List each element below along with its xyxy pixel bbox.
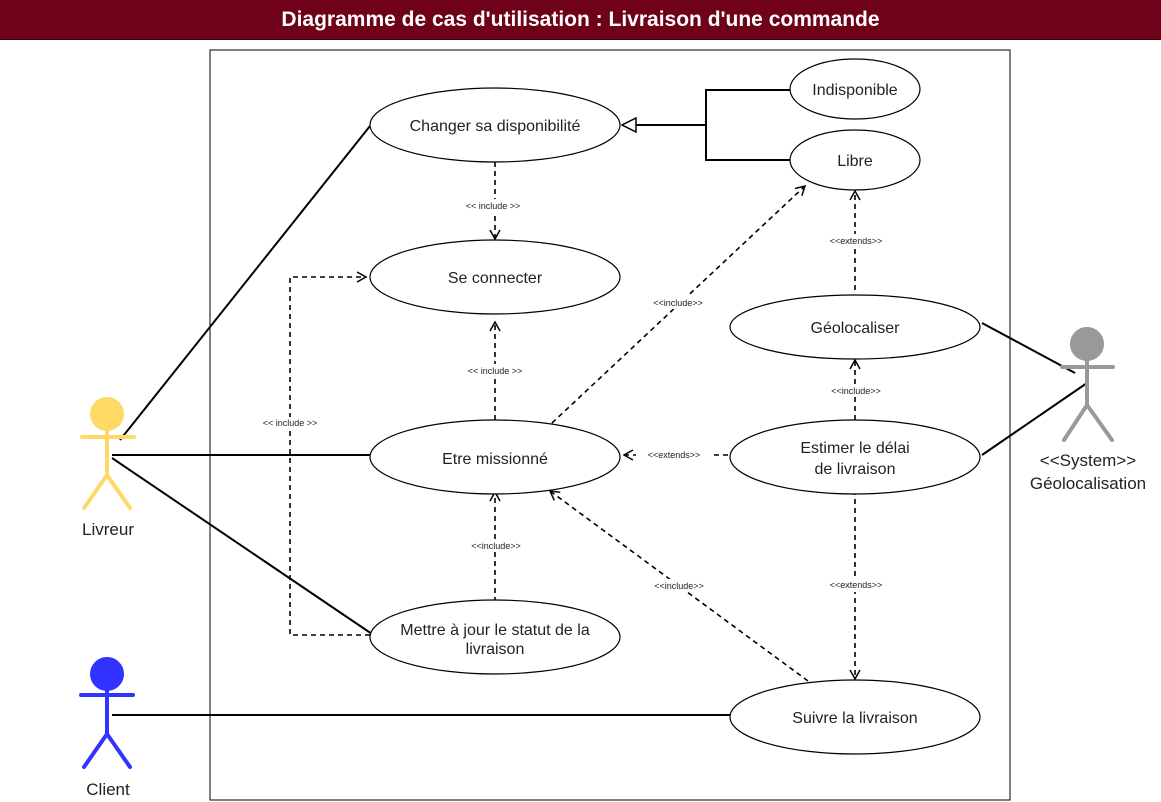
actor-client-label: Client (86, 780, 130, 799)
use-case-geolocaliser[interactable] (729, 294, 981, 360)
label-estimer-missionne: <<extends>> (648, 450, 701, 460)
use-case-se-connecter[interactable] (369, 239, 621, 315)
association-geoloc-geolocaliser (981, 322, 1076, 374)
use-case-indisponible[interactable] (789, 58, 921, 120)
use-case-suivre-livraison[interactable] (729, 679, 981, 755)
association-livreur-changer (119, 125, 371, 441)
label-changer-connecter: << include >> (466, 201, 521, 211)
label-missionne-libre: <<include>> (653, 298, 703, 308)
diagram-title: Diagramme de cas d'utilisation : Livrais… (0, 0, 1161, 40)
generalization-libre (705, 125, 790, 161)
use-case-label-estimer-line1: Estimer le délai (800, 440, 909, 457)
use-case-label-suivre: Suivre la livraison (792, 710, 917, 727)
use-case-mettre-a-jour-statut[interactable] (369, 599, 621, 675)
actor-geolocalisation-icon[interactable] (1060, 327, 1115, 442)
actor-livreur-icon[interactable] (80, 397, 136, 510)
label-estimer-geolocaliser: <<include>> (831, 386, 881, 396)
label-missionne-connecter: << include >> (468, 366, 523, 376)
association-livreur-statut (111, 457, 373, 635)
use-case-label-estimer-line2: de livraison (815, 461, 896, 478)
association-geoloc-estimer (981, 382, 1088, 456)
label-geolocaliser-libre: <<extends>> (830, 236, 883, 246)
use-case-label-connecter: Se connecter (448, 270, 543, 287)
generalization-indisponible (705, 89, 790, 125)
label-statut-connecter: << include >> (263, 418, 318, 428)
use-case-estimer-delai[interactable] (729, 419, 981, 495)
dep-statut-connecter (289, 271, 370, 636)
label-statut-missionne: <<include>> (471, 541, 521, 551)
label-estimer-suivre: <<extends>> (830, 580, 883, 590)
actor-livreur-label: Livreur (82, 520, 134, 539)
use-case-label-statut-line1: Mettre à jour le statut de la (400, 622, 590, 639)
use-case-label-missionne: Etre missionné (442, 451, 548, 468)
actor-client-icon[interactable] (79, 657, 135, 769)
label-suivre-missionne: <<include>> (654, 581, 704, 591)
actor-geolocalisation-label: Géolocalisation (1030, 474, 1146, 493)
use-case-label-statut-line2: livraison (466, 641, 525, 658)
use-case-etre-missionne[interactable] (369, 419, 621, 495)
use-case-label-changer: Changer sa disponibilité (410, 118, 581, 135)
use-case-label-libre: Libre (837, 153, 873, 170)
use-case-label-geolocaliser: Géolocaliser (811, 320, 901, 337)
use-case-label-indisponible: Indisponible (812, 82, 898, 99)
actor-geolocalisation-stereotype: <<System>> (1040, 451, 1136, 470)
use-case-libre[interactable] (789, 129, 921, 191)
use-case-changer-disponibilite[interactable] (369, 87, 621, 163)
